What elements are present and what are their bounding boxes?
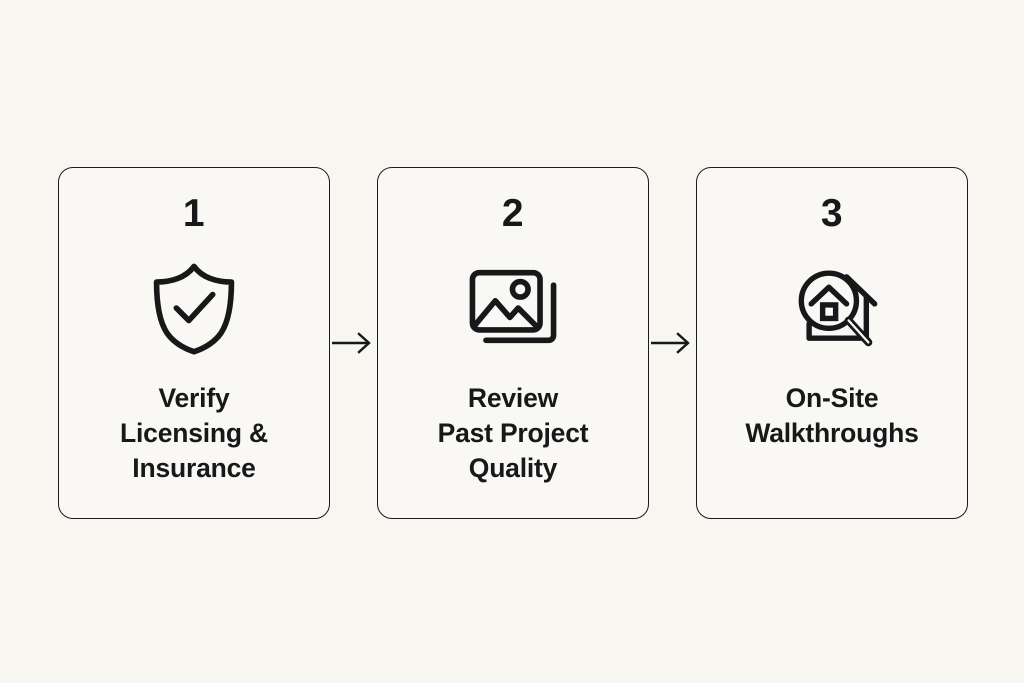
step-card-3[interactable]: 3 On-Site Walkthroughs — [696, 167, 968, 519]
step-card-1[interactable]: 1 Verify Licensing & Insurance — [58, 167, 330, 519]
house-magnifier-icon — [780, 255, 884, 359]
step-number-2: 2 — [501, 192, 525, 235]
step-label-3: On-Site Walkthroughs — [745, 383, 919, 448]
process-flow: 1 Verify Licensing & Insurance 2 — [58, 167, 968, 519]
step-number-1: 1 — [182, 192, 206, 235]
arrow-right-icon-2 — [650, 167, 696, 519]
shield-check-icon — [142, 255, 246, 359]
step-number-3: 3 — [820, 192, 844, 235]
step-card-2[interactable]: 2 Review Past Project Quality — [377, 167, 649, 519]
photo-gallery-icon — [461, 255, 565, 359]
arrow-right-icon-1 — [331, 167, 377, 519]
step-label-2: Review Past Project Quality — [437, 383, 589, 483]
step-label-1: Verify Licensing & Insurance — [120, 383, 268, 483]
